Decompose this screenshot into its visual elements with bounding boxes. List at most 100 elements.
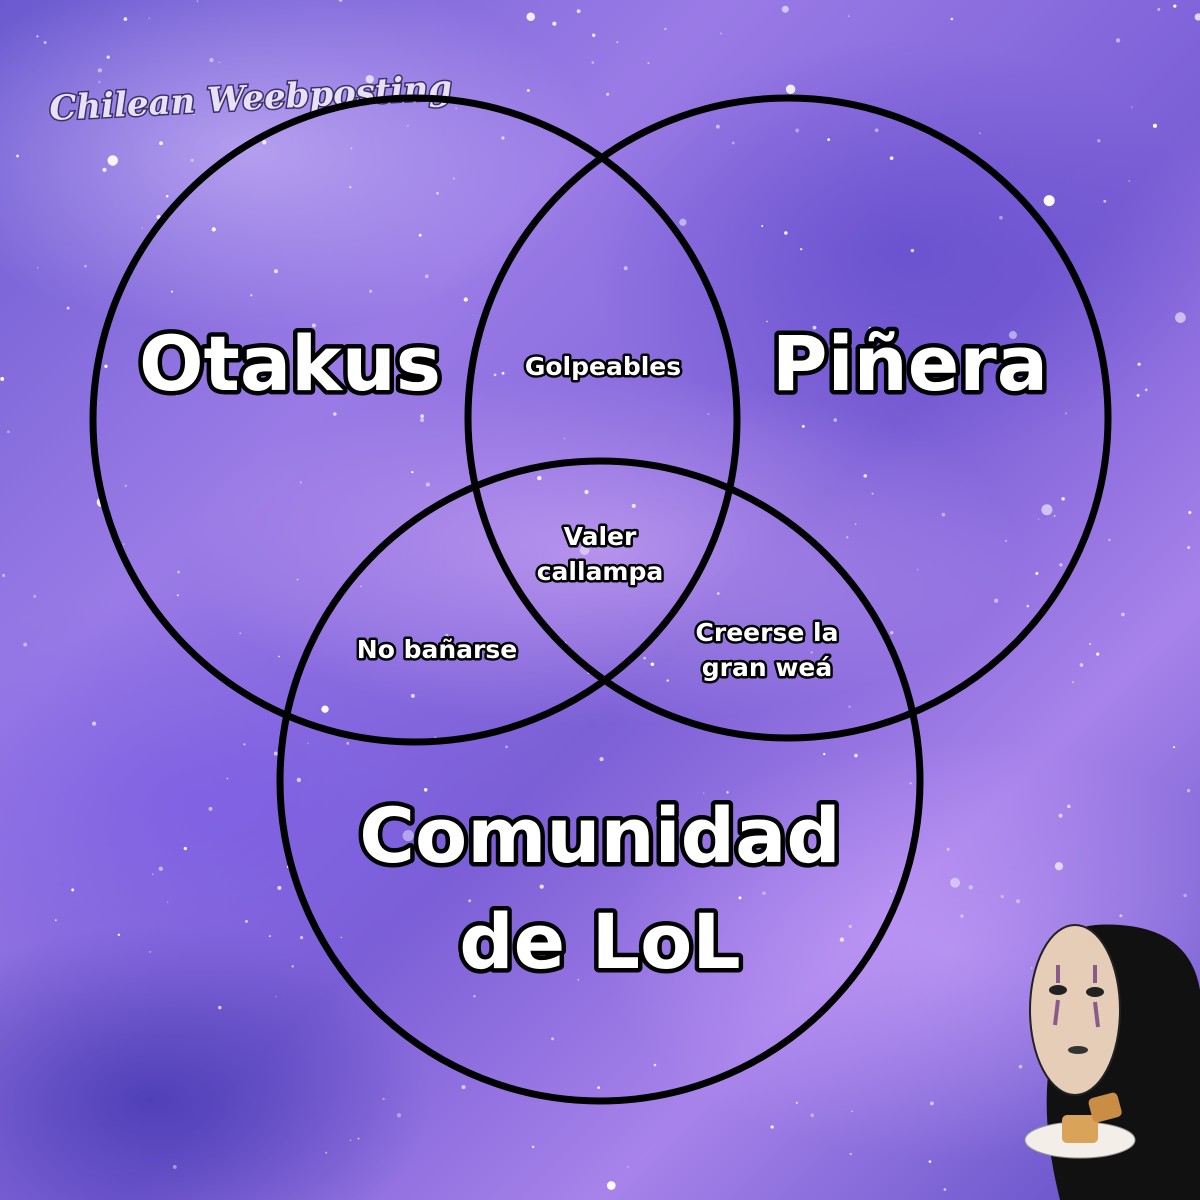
star (455, 107, 458, 110)
star (941, 512, 946, 517)
star (616, 41, 619, 44)
star (666, 679, 669, 682)
star (705, 917, 710, 922)
star (1067, 804, 1071, 809)
star (493, 373, 497, 377)
star (1187, 545, 1191, 550)
star (847, 15, 850, 17)
star (419, 417, 425, 423)
star (647, 62, 650, 64)
no-face-character-icon (1024, 924, 1200, 1200)
star (874, 128, 879, 133)
star (156, 214, 161, 220)
star (762, 891, 766, 895)
star (577, 979, 580, 981)
star (16, 154, 19, 158)
star (631, 503, 636, 508)
star (177, 570, 181, 574)
star (1031, 967, 1033, 969)
label-otakus: Otakus (139, 319, 441, 408)
star (526, 12, 536, 22)
star (801, 424, 805, 428)
star (770, 1125, 774, 1129)
star (382, 1097, 385, 1101)
circle-pinera (464, 94, 1112, 742)
star (91, 721, 97, 726)
star (98, 80, 101, 84)
star (910, 248, 915, 253)
star (468, 899, 472, 903)
star (1043, 195, 1055, 207)
star (707, 413, 710, 415)
label-lol-line1: Comunidad (359, 791, 841, 880)
star (950, 877, 960, 888)
star (0, 377, 5, 381)
star (1061, 497, 1065, 501)
star (1157, 7, 1161, 11)
star (208, 806, 213, 811)
star (158, 866, 163, 871)
star (599, 757, 604, 762)
star (664, 27, 667, 31)
star (445, 633, 449, 637)
star (71, 888, 75, 892)
star (296, 777, 302, 783)
star (1137, 362, 1141, 366)
star (1194, 13, 1200, 21)
star (268, 935, 271, 938)
star (321, 705, 329, 713)
star (531, 1145, 535, 1149)
star (423, 787, 428, 792)
label-creerse-line2: gran weá (702, 653, 833, 682)
star (463, 297, 468, 302)
circle-lol (276, 457, 924, 1105)
star (436, 191, 439, 195)
star (1058, 813, 1063, 818)
star (606, 1181, 616, 1190)
star (1015, 899, 1021, 904)
star (761, 225, 764, 227)
star (1186, 788, 1191, 793)
star (170, 290, 174, 293)
star (584, 489, 589, 495)
star (124, 484, 128, 488)
star (1128, 180, 1131, 182)
star (679, 218, 687, 226)
star (999, 215, 1003, 220)
star (1000, 895, 1004, 899)
star (606, 92, 610, 96)
star (402, 829, 414, 842)
star (148, 17, 150, 19)
star (889, 156, 894, 161)
star (1041, 504, 1053, 516)
star (2, 573, 6, 577)
star (152, 873, 154, 875)
star (473, 995, 476, 998)
star (291, 965, 294, 968)
star (781, 5, 789, 13)
label-center-line1: Valer (564, 522, 637, 551)
circle-otakus (89, 94, 741, 746)
star (1053, 515, 1056, 517)
star (209, 57, 214, 63)
star (239, 632, 241, 634)
star (33, 594, 37, 598)
star (890, 631, 894, 635)
star (418, 233, 422, 237)
star (296, 578, 299, 581)
star (650, 662, 655, 667)
star (357, 1137, 360, 1140)
star (333, 412, 337, 416)
star (539, 884, 544, 889)
star (1096, 652, 1100, 656)
star (43, 41, 47, 44)
star (457, 950, 463, 955)
star (960, 914, 964, 918)
star (141, 227, 144, 229)
star (810, 1113, 815, 1118)
label-creerse-line1: Creerse la (696, 618, 839, 647)
star (192, 112, 195, 115)
star (1152, 123, 1157, 128)
star (360, 585, 362, 588)
star (623, 266, 628, 271)
